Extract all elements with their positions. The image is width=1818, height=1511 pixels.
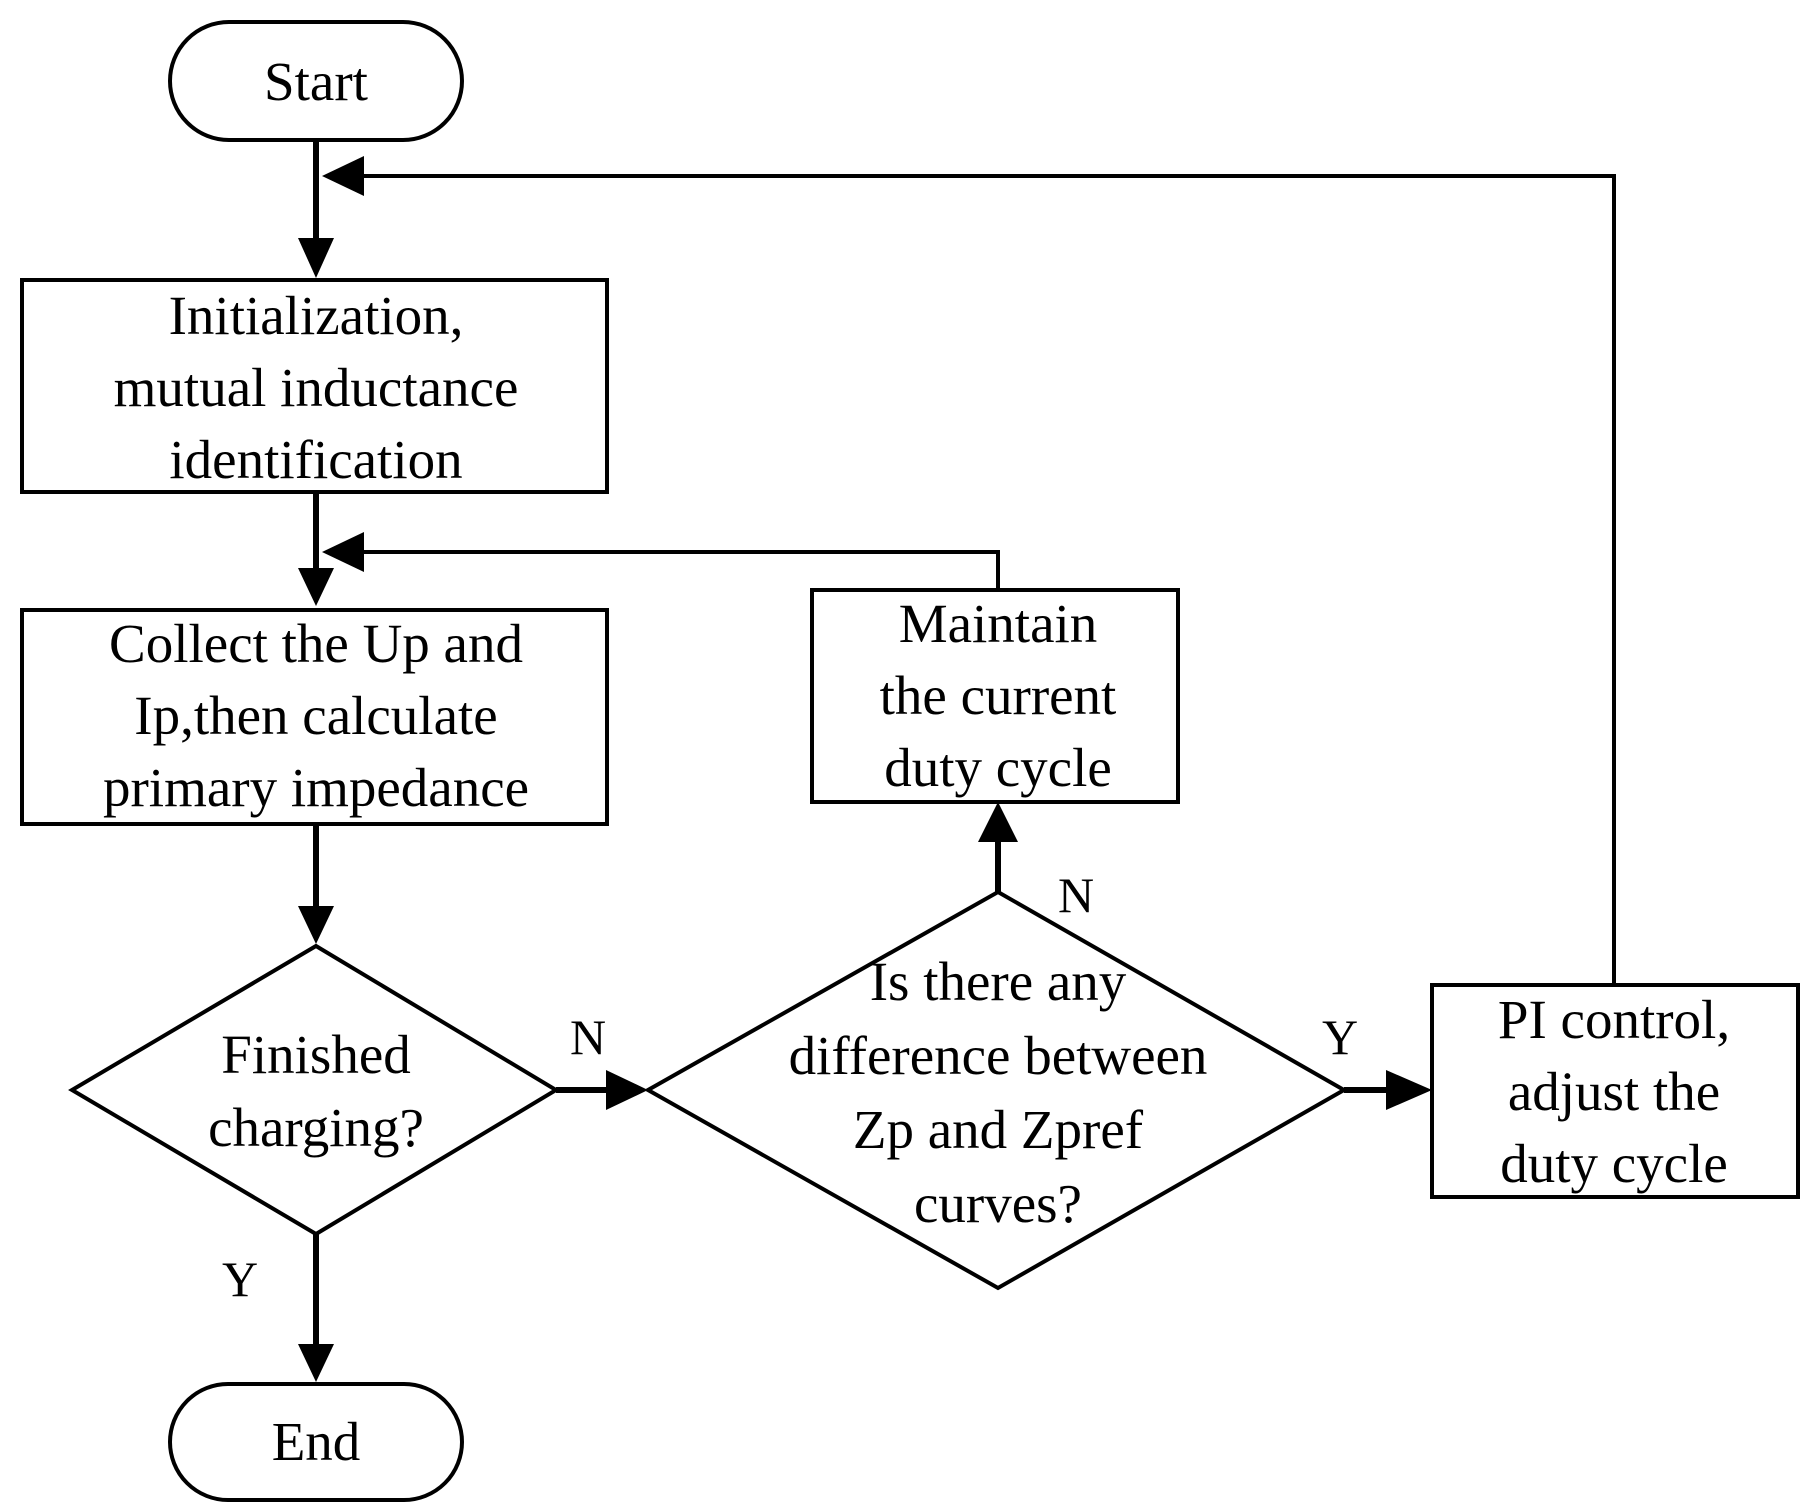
collect-line-1: Collect the Up and: [109, 613, 523, 674]
initialization-shape: [20, 278, 609, 494]
pi-control-line-2: adjust the: [1508, 1061, 1720, 1122]
arrowhead-init: [298, 238, 334, 278]
maintain-line-3: duty cycle: [884, 737, 1112, 798]
end-label: End: [272, 1411, 361, 1472]
arrowhead-maintain: [978, 802, 1018, 842]
finished-charging-shape: [68, 943, 560, 1237]
label-y-difference: Y: [1322, 1009, 1358, 1065]
connector-pi-loop: [356, 174, 1616, 985]
finished-line-2: charging?: [208, 1097, 424, 1158]
finished-charging-decision: Finished charging?: [68, 943, 560, 1237]
arrowhead-end: [298, 1344, 334, 1382]
initialization-line-1: Initialization,: [169, 285, 464, 346]
branch-labels: N Y N Y: [222, 867, 1358, 1307]
difference-line-1: Is there any: [870, 951, 1127, 1012]
initialization-line-2: mutual inductance: [114, 357, 519, 418]
arrowhead-maintain-loop: [322, 532, 364, 572]
start-label: Start: [264, 51, 368, 112]
difference-line-3: Zp and Zpref: [853, 1099, 1144, 1160]
start-shape: [168, 20, 464, 142]
end-shape: [168, 1382, 464, 1502]
pi-control-line-1: PI control,: [1498, 989, 1730, 1050]
collect-line-2: Ip,then calculate: [134, 685, 497, 746]
pi-control-shape: [1430, 983, 1800, 1199]
collect-shape: [20, 608, 609, 826]
difference-line-4: curves?: [914, 1173, 1082, 1234]
maintain-shape: [810, 588, 1180, 804]
connectors: [298, 140, 1616, 1382]
difference-shape: [643, 889, 1349, 1291]
arrowhead-difference: [606, 1070, 648, 1110]
pi-control-line-3: duty cycle: [1500, 1133, 1728, 1194]
label-n-finished: N: [570, 1009, 606, 1065]
end-terminal: End: [168, 1382, 464, 1502]
maintain-box: Maintain the current duty cycle: [810, 588, 1180, 804]
maintain-line-1: Maintain: [899, 593, 1098, 654]
initialization-box: Initialization, mutual inductance identi…: [20, 278, 609, 494]
label-y-finished: Y: [222, 1251, 258, 1307]
arrowhead-pi: [1386, 1070, 1432, 1110]
collect-box: Collect the Up and Ip,then calculate pri…: [20, 608, 609, 826]
arrowhead-collect: [298, 568, 334, 606]
initialization-line-3: identification: [169, 429, 462, 490]
pi-control-box: PI control, adjust the duty cycle: [1430, 983, 1800, 1199]
difference-decision: Is there any difference between Zp and Z…: [643, 889, 1349, 1291]
start-terminal: Start: [168, 20, 464, 142]
label-n-difference: N: [1058, 867, 1094, 923]
maintain-line-2: the current: [880, 665, 1117, 726]
difference-line-2: difference between: [789, 1025, 1208, 1086]
arrowhead-pi-loop: [322, 156, 364, 196]
arrowhead-finished: [298, 906, 334, 944]
connector-maintain-loop: [356, 550, 1000, 590]
finished-line-1: Finished: [221, 1024, 410, 1085]
collect-line-3: primary impedance: [103, 757, 529, 818]
